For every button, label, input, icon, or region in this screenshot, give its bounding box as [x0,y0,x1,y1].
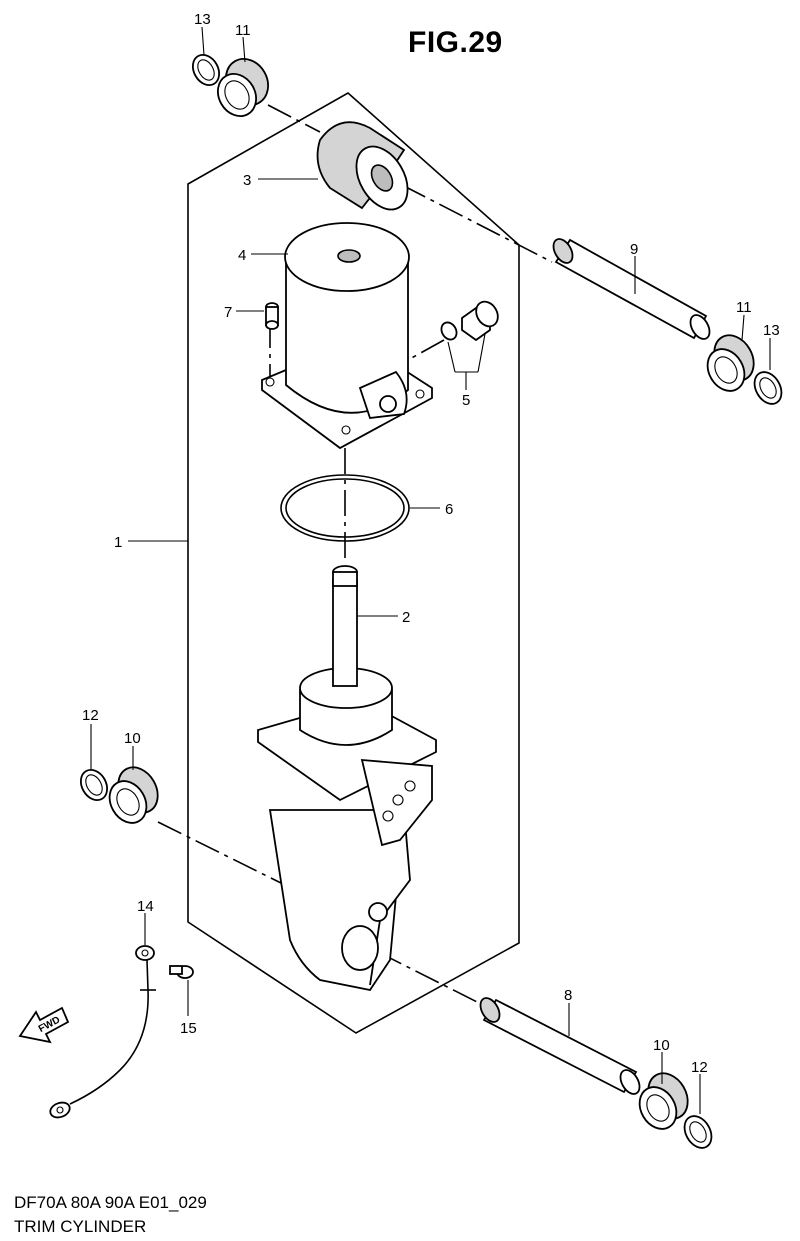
part-5-plug-set [440,300,499,373]
model-code: DF70A 80A 90A E01_029 [14,1193,207,1212]
callout-6: 6 [445,501,453,518]
part-6-o-ring [280,474,410,542]
assembly-outline [187,92,520,1034]
callout-14: 14 [137,898,154,915]
callout-11-right: 11 [736,299,752,316]
callout-2: 2 [402,609,410,626]
callout-8: 8 [564,987,572,1004]
callout-15: 15 [180,1020,197,1037]
part-8-pin [479,997,641,1095]
part-3-bushing [316,121,409,211]
callout-10-right: 10 [653,1037,670,1054]
part-10-bushing-left [108,766,159,824]
part-13-circlip-right [753,371,783,405]
callout-5: 5 [462,392,470,409]
part-11-bushing-right [706,334,755,392]
part-14-ground-lead [49,945,156,1119]
callout-13-right: 13 [763,322,780,339]
part-9-pin [552,238,711,340]
leader-lines [90,26,771,1114]
callout-1: 1 [114,534,122,551]
section-name: TRIM CYLINDER [14,1217,147,1236]
callout-7: 7 [224,304,232,321]
part-2-lower-cylinder [257,565,437,992]
callout-3: 3 [243,172,251,189]
part-7-screw [265,302,279,330]
callout-12-right: 12 [691,1059,708,1076]
part-10-bushing-right [638,1072,689,1130]
part-4-upper-cylinder [261,222,433,450]
part-12-circlip-left [79,769,109,801]
callout-4: 4 [238,247,246,264]
part-11-bushing-top [217,58,269,117]
callout-13-top: 13 [194,11,211,28]
part-12-circlip-right [683,1115,713,1149]
callout-11-top: 11 [235,22,251,39]
fwd-arrow-icon: FWD [18,1006,70,1044]
part-13-circlip-top [191,54,221,86]
figure-title: FIG.29 [408,26,503,59]
callout-10-left: 10 [124,730,141,747]
callout-12-left: 12 [82,707,99,724]
part-15-screw [169,965,194,979]
callouts: 13 11 3 4 7 5 6 1 2 9 11 13 12 10 8 10 1… [82,11,780,1076]
callout-9: 9 [630,241,638,258]
